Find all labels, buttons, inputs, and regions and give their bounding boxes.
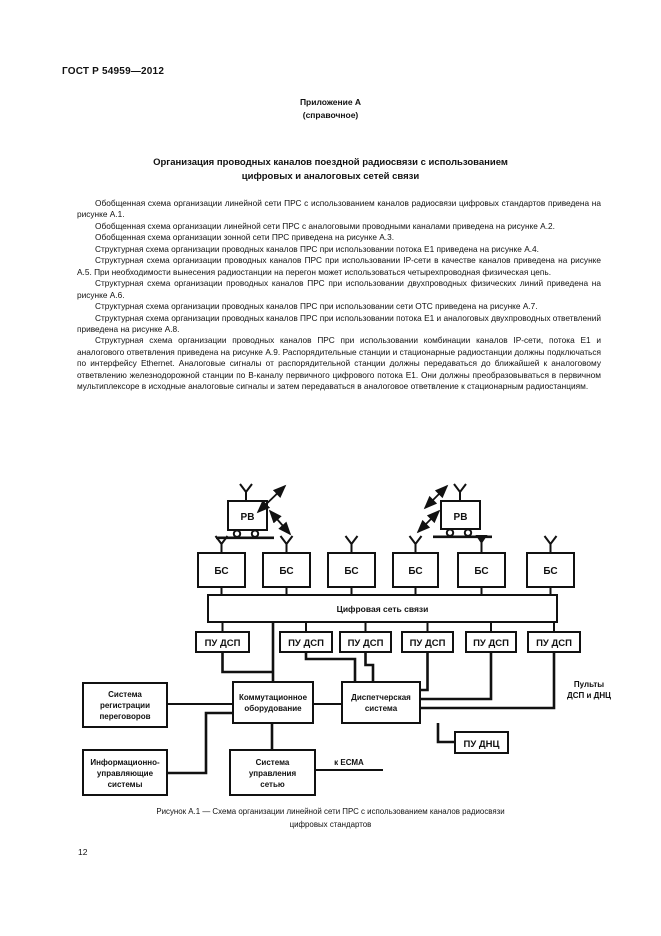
recording-system-label: Система: [108, 690, 142, 699]
standard-number-header: ГОСТ Р 54959—2012: [62, 66, 165, 77]
recording-system-label: переговоров: [99, 712, 150, 721]
pu-dsp-label: ПУ ДСП: [348, 638, 384, 649]
connector-line: [420, 652, 429, 692]
wheel-icon: [232, 529, 242, 538]
pu-dnc-label: ПУ ДНЦ: [464, 739, 500, 750]
rv-box: [440, 500, 481, 530]
bs-label: БС: [214, 566, 228, 577]
dispatcher-system-box: [341, 681, 421, 724]
rv-box: [227, 500, 268, 531]
appendix-type-label: (справочное): [302, 110, 359, 120]
rv-label: РВ: [241, 512, 255, 523]
rv-label: РВ: [454, 512, 468, 523]
consoles-annotation: Пульты: [574, 680, 604, 689]
bs-label: БС: [344, 566, 358, 577]
figure-a1-diagram: РВ РВ: [82, 483, 611, 796]
pu-dsp-label: ПУ ДСП: [288, 638, 324, 649]
digital-network-label: Цифровая сеть связи: [337, 604, 429, 614]
digital-network-box: [207, 594, 558, 623]
page-number: 12: [78, 847, 88, 857]
pu-dsp-label: ПУ ДСП: [410, 638, 446, 649]
connector-line: [420, 652, 556, 710]
bs-label: БС: [543, 566, 557, 577]
radio-link-arrow: [256, 484, 287, 514]
bs-label: БС: [408, 566, 422, 577]
antenna-icon: [543, 535, 558, 553]
network-management-label: управления: [249, 769, 297, 778]
figure-caption-line1: Рисунок А.1 — Схема организации линейной…: [156, 807, 505, 816]
antenna-icon: [344, 535, 359, 553]
network-management-label: Система: [256, 758, 290, 767]
body-paragraph: Структурная схема организации проводных …: [95, 301, 538, 312]
body-paragraph: Обобщенная схема организации линейной се…: [95, 220, 555, 231]
body-paragraph: Структурная схема организации проводных …: [77, 312, 601, 334]
bs-label: БС: [279, 566, 293, 577]
connector-line: [364, 652, 375, 682]
info-control-systems-label: системы: [108, 780, 143, 789]
body-paragraph: Структурная схема организации проводных …: [77, 255, 601, 277]
antenna-icon: [214, 535, 229, 553]
antenna-icon: [408, 535, 423, 553]
pu-dsp-row: ПУ ДСП ПУ ДСП ПУ ДСП ПУ ДСП ПУ ДСП ПУ ДС…: [195, 631, 581, 653]
connector-line: [436, 723, 455, 744]
antenna-icon: [475, 535, 488, 553]
radio-link-arrow: [423, 484, 449, 510]
pu-dnc-box: [454, 731, 509, 754]
switching-equipment-label: Коммутационное: [239, 693, 308, 702]
section-title-line1: Организация проводных каналов поездной р…: [153, 157, 508, 168]
dispatcher-system-label: система: [365, 704, 398, 713]
section-title-line2: цифровых и аналоговых сетей связи: [241, 171, 420, 182]
dispatcher-system-label: Диспетчерская: [351, 693, 411, 702]
connector-line: [304, 652, 357, 682]
connector-line: [167, 711, 233, 775]
body-text: Обобщенная схема организации линейной се…: [77, 198, 601, 393]
antenna-icon: [239, 483, 253, 501]
body-paragraph: Структурная схема организации проводных …: [77, 335, 601, 392]
mobile-radio-unit-2: РВ: [416, 483, 492, 539]
to-esma-label: к ЕСМА: [334, 758, 364, 767]
pu-dsp-label: ПУ ДСП: [473, 638, 509, 649]
antenna-icon: [453, 483, 467, 501]
radio-link-arrow: [416, 509, 441, 534]
info-control-systems-label: Информационно-: [90, 758, 160, 767]
wheel-icon: [445, 528, 455, 537]
consoles-annotation: ДСП и ДНЦ: [567, 691, 611, 700]
switching-equipment-label: оборудование: [244, 704, 302, 713]
mobile-radio-unit-1: РВ: [216, 483, 292, 540]
body-paragraph: Структурная схема организации проводных …: [77, 278, 601, 300]
body-paragraph: Обобщенная схема организации линейной се…: [77, 198, 601, 220]
connector-line: [221, 652, 272, 674]
bs-label: БС: [474, 566, 488, 577]
base-station-row: БС БС БС БС БС БС: [197, 535, 575, 595]
body-paragraph: Структурная схема организации проводных …: [95, 243, 539, 254]
pu-dsp-label: ПУ ДСП: [536, 638, 572, 649]
wheel-icon: [250, 529, 260, 538]
appendix-label: Приложение А: [299, 97, 362, 107]
switching-equipment-box: [232, 681, 314, 724]
radio-link-arrow: [268, 509, 292, 536]
info-control-systems-label: управляющие: [97, 769, 154, 778]
connector-line: [420, 652, 493, 701]
body-paragraph: Обобщенная схема организации зонной сети…: [95, 232, 395, 243]
pu-dsp-label: ПУ ДСП: [205, 638, 241, 649]
network-management-label: сетью: [260, 780, 285, 789]
figure-caption-line2: цифровых стандартов: [289, 820, 372, 829]
recording-system-label: регистрации: [100, 701, 150, 710]
antenna-icon: [279, 535, 294, 553]
network-management-box: [229, 749, 316, 796]
wheel-icon: [463, 528, 473, 537]
